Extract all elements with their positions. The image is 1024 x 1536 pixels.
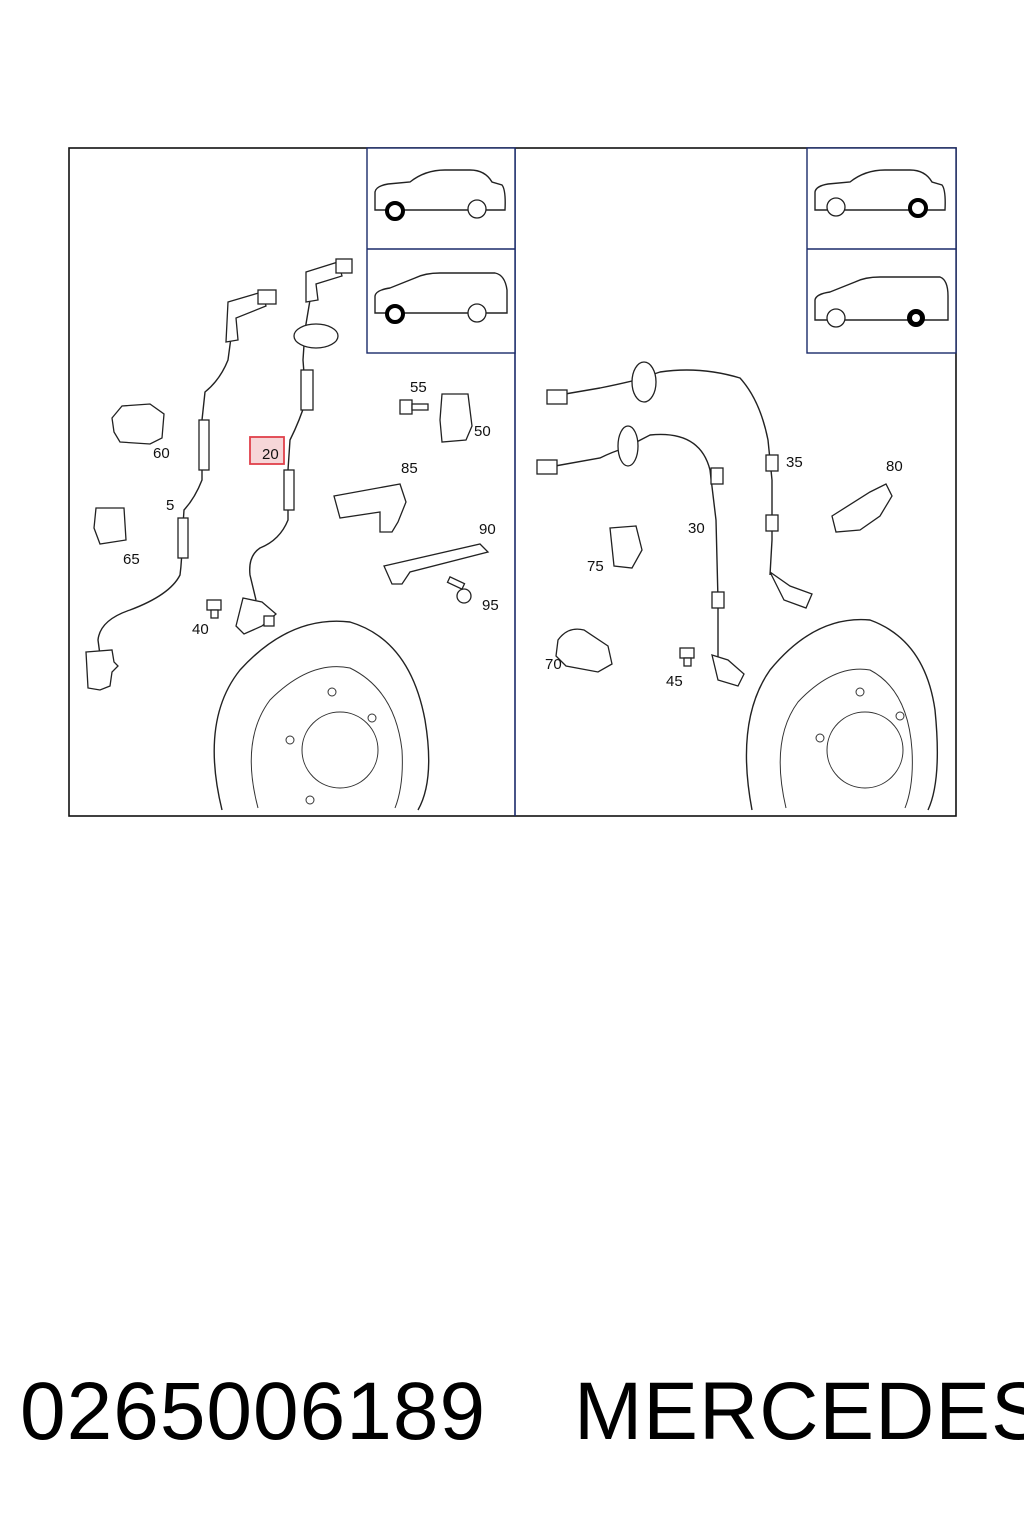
bracket-80 (831, 483, 893, 533)
holder-60 (111, 403, 165, 445)
callout-35: 35 (786, 454, 803, 471)
estate-front-wheel-icon (374, 272, 508, 324)
sedan-rear-wheel-icon (814, 169, 946, 218)
bracket-90 (383, 543, 490, 585)
bolt-95 (446, 576, 472, 604)
brake-disc-left (213, 620, 430, 811)
parts-diagram: 5 20 30 35 40 45 50 55 60 65 70 75 80 85… (68, 147, 957, 817)
callout-20: 20 (262, 446, 279, 463)
clip-75 (609, 525, 643, 569)
footer-caption: 0265006189 MERCEDES (0, 1365, 1024, 1475)
brake-disc-right (745, 618, 939, 811)
callout-95: 95 (482, 597, 499, 614)
callout-65: 65 (123, 551, 140, 568)
left-vehicle-icons (366, 147, 516, 354)
bracket-85 (333, 483, 407, 533)
callout-75: 75 (587, 558, 604, 575)
clip-65 (93, 507, 127, 545)
sensor-cable-5 (85, 289, 277, 691)
callout-40: 40 (192, 621, 209, 638)
holder-70 (555, 628, 613, 673)
sensor-cable-30 (536, 425, 745, 687)
sedan-front-wheel-icon (374, 169, 506, 221)
brand-name: MERCEDES (574, 1366, 1024, 1457)
bolt-55 (399, 399, 429, 415)
clip-50 (439, 393, 473, 443)
callout-5: 5 (166, 497, 174, 514)
part-number: 0265006189 (20, 1366, 487, 1457)
sensor-cable-20 (235, 258, 353, 635)
highlight-box-20 (249, 436, 285, 465)
callout-85: 85 (401, 460, 418, 477)
callout-50: 50 (474, 423, 491, 440)
estate-rear-wheel-icon (814, 276, 949, 328)
callout-30: 30 (688, 520, 705, 537)
callout-80: 80 (886, 458, 903, 475)
bolt-45 (679, 647, 695, 667)
callout-90: 90 (479, 521, 496, 538)
sensor-cable-35 (546, 361, 813, 609)
callout-70: 70 (545, 656, 562, 673)
bolt-40 (206, 599, 222, 619)
right-vehicle-icons (806, 147, 957, 354)
callout-45: 45 (666, 673, 683, 690)
callout-60: 60 (153, 445, 170, 462)
callout-55: 55 (410, 379, 427, 396)
